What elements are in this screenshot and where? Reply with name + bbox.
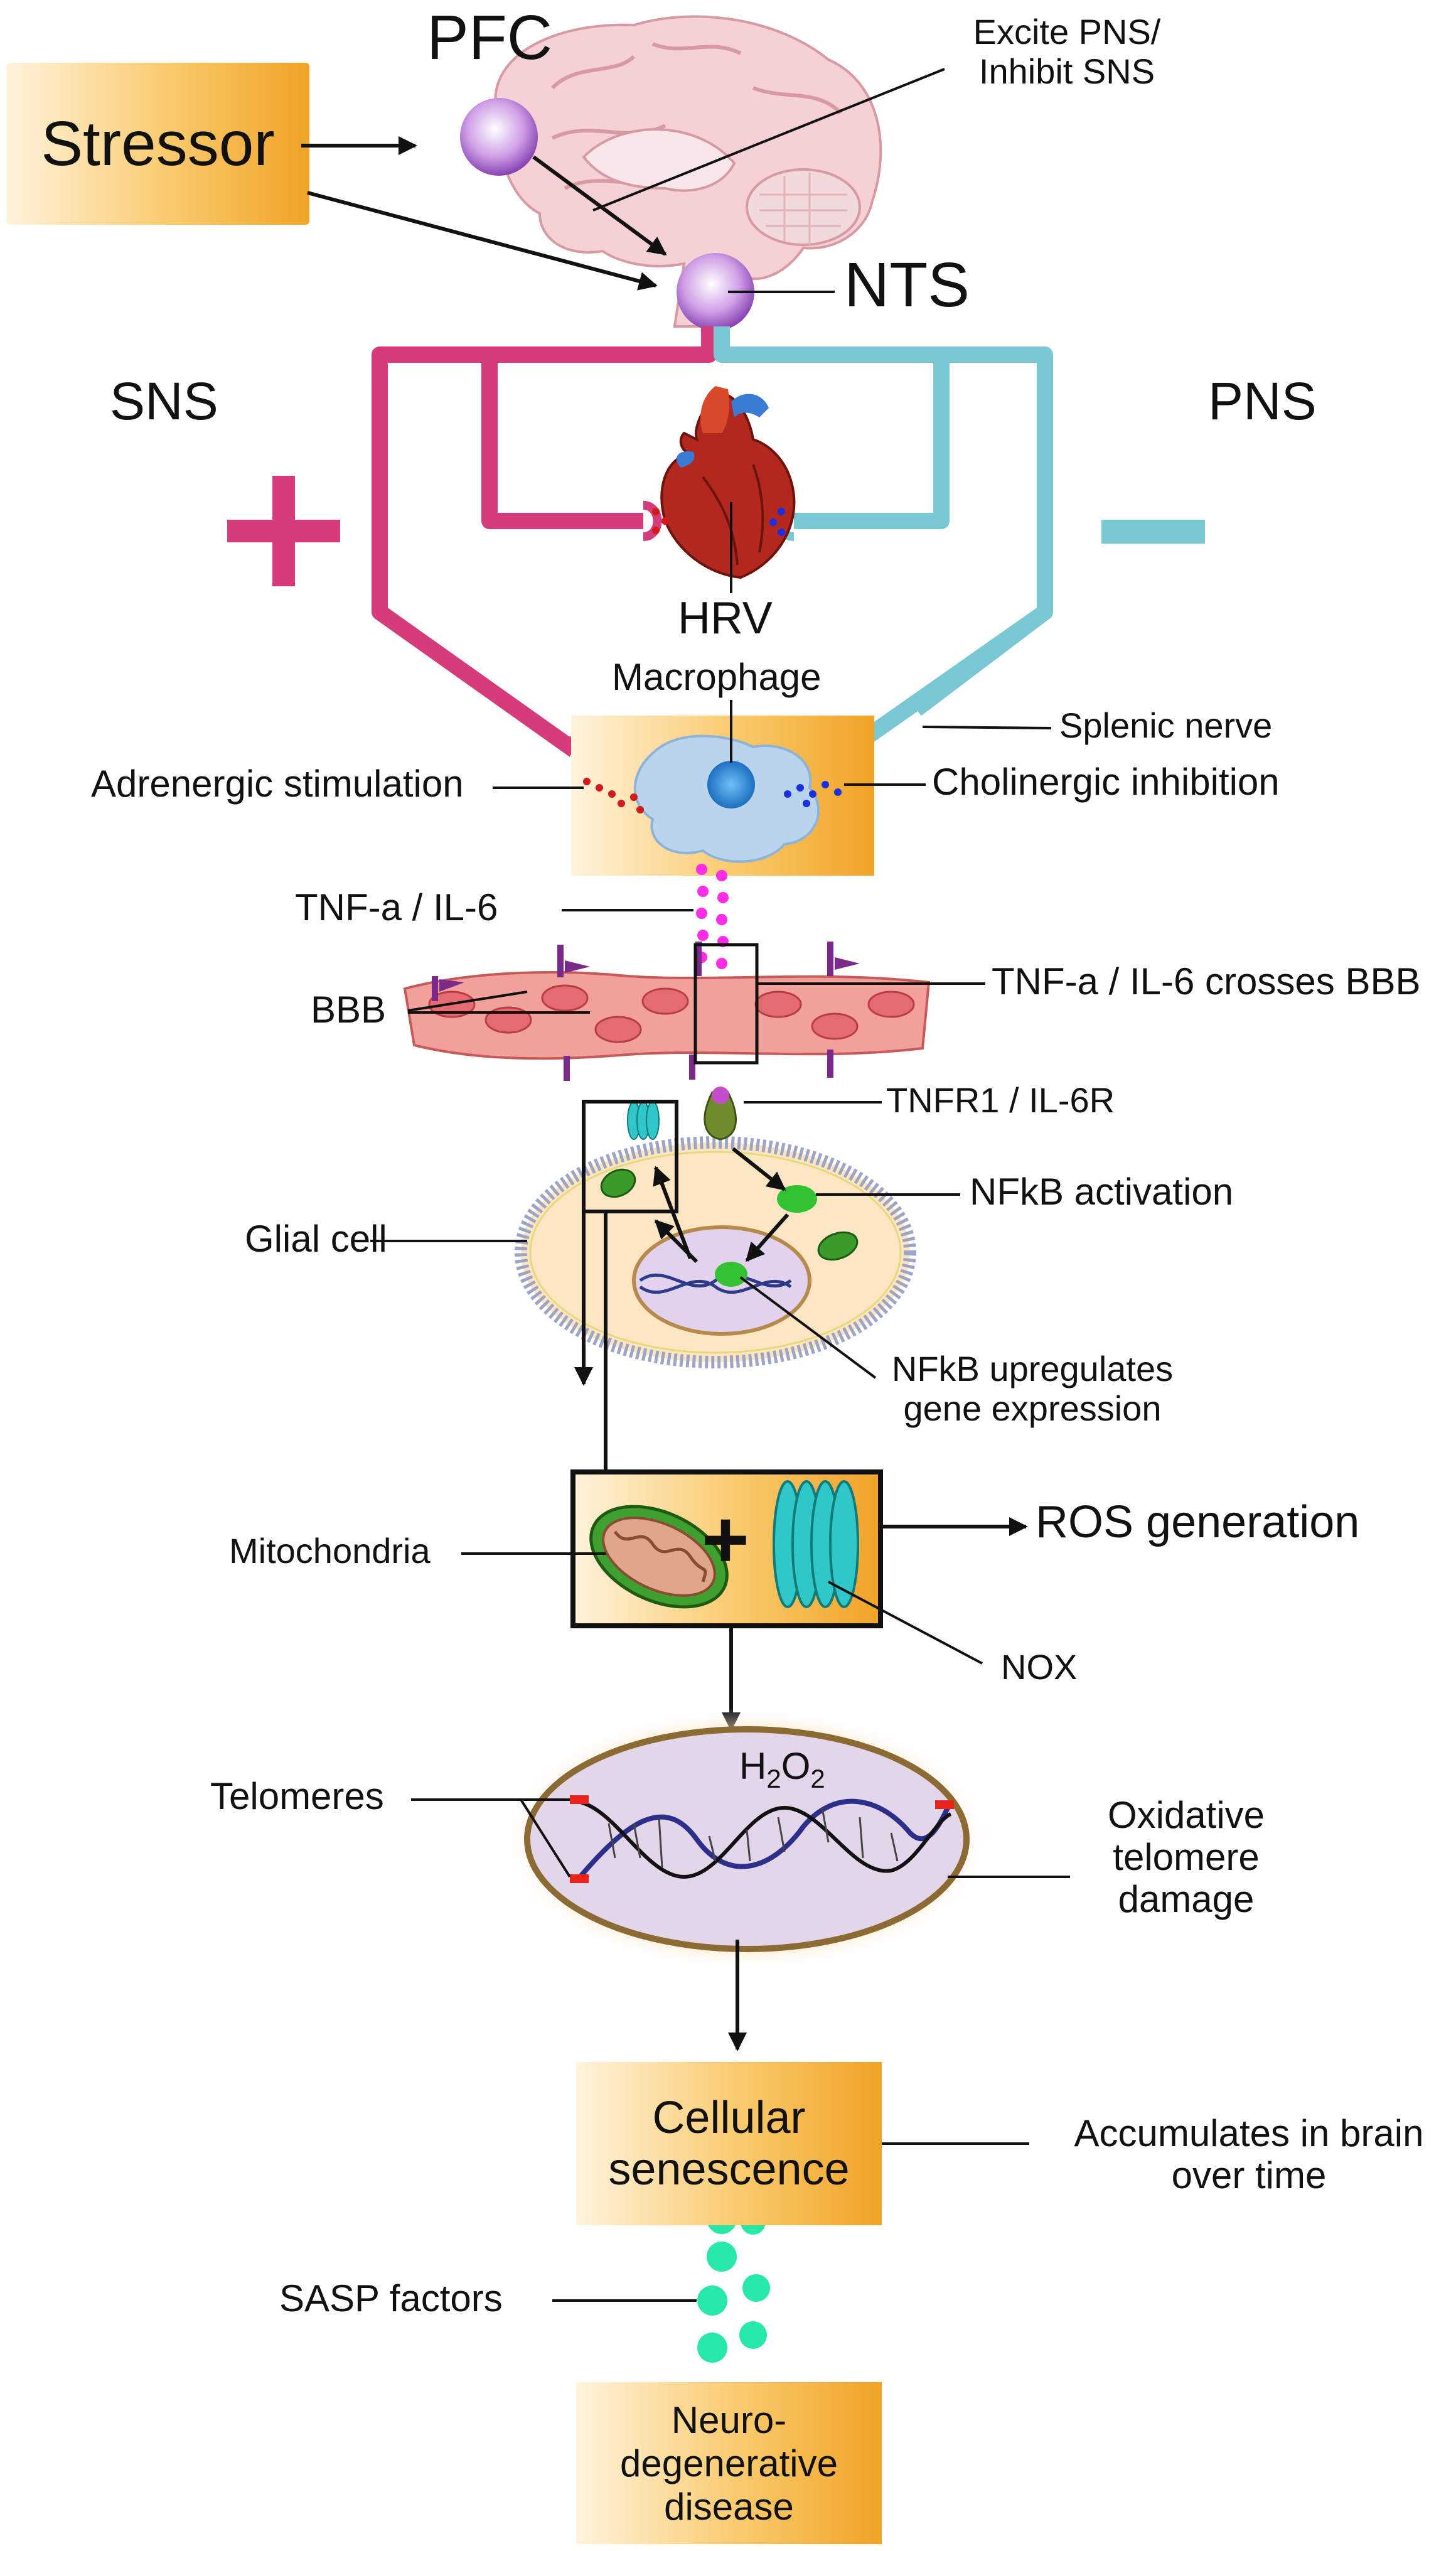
excite-line-1: Excite PNS/ (973, 12, 1161, 51)
accumulates-line-2: over time (1171, 2154, 1327, 2197)
telomere-cap-3 (935, 1800, 954, 1809)
accumulates-label: Accumulates in brain over time (1036, 2112, 1456, 2196)
glial-cell-label: Glial cell (245, 1218, 387, 1260)
pfc-label: PFC (427, 3, 552, 73)
combine-plus-sign: + (702, 1493, 749, 1585)
cellular-line-1: Cellular (652, 2093, 806, 2143)
receptor-ligand (712, 1087, 729, 1104)
pns-pathway (714, 326, 1053, 766)
sns-heart-terminal (642, 501, 662, 541)
oxidative-line-3: damage (1118, 1878, 1255, 1921)
pfc-node (460, 98, 538, 176)
excite-line-2: Inhibit SNS (978, 51, 1155, 91)
macrophage-nucleus (707, 761, 755, 808)
adrenergic-label: Adrenergic stimulation (91, 763, 464, 805)
nts-label: NTS (844, 250, 970, 320)
macrophage-label: Macrophage (612, 656, 822, 698)
disease-line-3: disease (664, 2485, 794, 2528)
cellular-line-2: senescence (608, 2144, 850, 2194)
heart-illustration (660, 386, 796, 579)
cellular-senescence-box: Cellular senescence (576, 2062, 882, 2225)
accumulates-line-1: Accumulates in brain (1074, 2112, 1424, 2154)
stressor-to-nts-arrow (307, 191, 658, 291)
pns-minus-sign (1101, 520, 1205, 544)
nfkb-upregulates-line-2: gene expression (903, 1388, 1162, 1428)
disease-line-1: Neuro- (671, 2398, 787, 2441)
tnf-crosses-label: TNF-a / IL-6 crosses BBB (992, 960, 1421, 1002)
pfc-to-nts-arrow (532, 155, 667, 256)
sasp-label: SASP factors (279, 2277, 503, 2319)
nox-label: NOX (1001, 1647, 1078, 1687)
heart-dots (652, 508, 785, 536)
hrv-label: HRV (678, 593, 773, 643)
ros-label: ROS generation (1036, 1497, 1360, 1547)
mitochondria-large (589, 1505, 729, 1609)
disease-line-2: degenerative (620, 2442, 838, 2484)
nfkb-activation-label: NFkB activation (970, 1171, 1234, 1213)
receptor-icon (704, 1091, 737, 1141)
telomere-cap-1 (570, 1795, 589, 1804)
glial-mito-1 (600, 1168, 636, 1198)
telomeres-label: Telomeres (210, 1775, 384, 1817)
nox-large (773, 1480, 859, 1608)
spleen-dots (583, 778, 842, 814)
bbb-crossing-box (693, 943, 759, 1065)
splenic-nerve-label: Splenic nerve (1059, 706, 1273, 745)
sns-pathway (372, 326, 717, 757)
bbb-leader-1 (407, 991, 528, 1012)
sns-label: SNS (110, 372, 218, 431)
splenic-leader (922, 726, 1052, 729)
mitochondria-label: Mitochondria (229, 1531, 431, 1571)
oxidative-line-2: telomere (1113, 1836, 1260, 1879)
nfkb-upregulates-leader (739, 1276, 877, 1379)
cholinergic-label: Cholinergic inhibition (932, 761, 1280, 803)
nox-leader (828, 1581, 983, 1665)
h2o2-sub-1: 2 (766, 1764, 781, 1793)
neurodegenerative-disease-box: Neuro- degenerative disease (576, 2382, 882, 2544)
telomere-dna-strand-2 (577, 1800, 952, 1879)
nfkb-upregulates-label: NFkB upregulates gene expression (869, 1349, 1196, 1428)
glial-inset-box (582, 1100, 678, 1213)
oxidative-line-1: Oxidative (1107, 1794, 1265, 1836)
glial-dna (639, 1273, 792, 1294)
nfkb-cytoplasm (777, 1185, 817, 1213)
receptor-label: TNFR1 / IL-6R (886, 1080, 1115, 1120)
telomere-dna-strand-1 (575, 1798, 953, 1882)
sns-plus-sign (227, 476, 340, 586)
bbb-label: BBB (311, 989, 387, 1031)
sasp-dots (697, 2204, 770, 2363)
nfkb-to-nucleus-arrow (745, 1213, 790, 1262)
h2o2-label: H2O2 (739, 1745, 825, 1793)
excite-label: Excite PNS/ Inhibit SNS (926, 12, 1208, 91)
oxidative-label: Oxidative telomere damage (1067, 1794, 1305, 1921)
bbb-vessel (403, 942, 931, 1081)
tnf-label: TNF-a / IL-6 (295, 886, 498, 928)
telomere-cap-2 (570, 1874, 589, 1883)
h2o2-h: H (739, 1745, 767, 1787)
excite-leader (592, 68, 945, 212)
nfkb-upregulates-line-1: NFkB upregulates (891, 1349, 1174, 1388)
glial-mito-2 (817, 1231, 859, 1261)
nucleus-to-nox-arrow (653, 1166, 692, 1260)
dna-rungs (608, 1807, 899, 1868)
stressor-label: Stressor (41, 109, 275, 179)
h2o2-sub-2: 2 (810, 1764, 825, 1793)
stressor-box (6, 63, 309, 225)
nfkb-nucleus (715, 1262, 747, 1287)
receptor-to-nfkb-arrow (732, 1147, 786, 1191)
nts-node (677, 253, 754, 331)
glial-nox (627, 1101, 660, 1140)
h2o2-o: O (781, 1745, 811, 1787)
telomeres-leader-c (520, 1798, 571, 1878)
pns-label: PNS (1208, 372, 1317, 431)
